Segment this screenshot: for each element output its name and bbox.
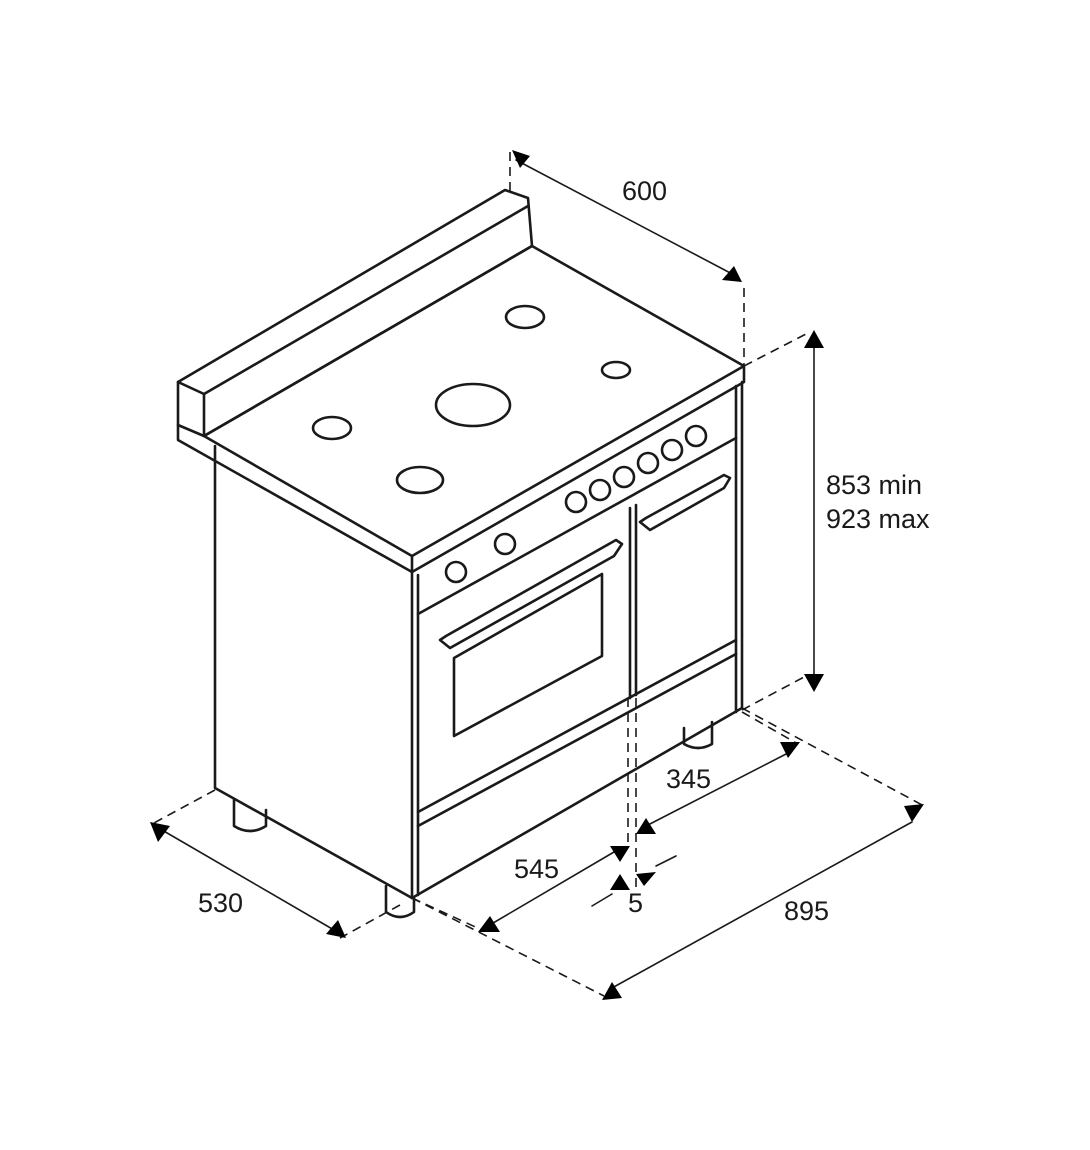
- label-small-door: 345: [666, 764, 711, 794]
- label-side-depth: 530: [198, 888, 243, 918]
- label-total-width: 895: [784, 896, 829, 926]
- burners: [311, 304, 632, 495]
- label-depth-top: 600: [622, 176, 667, 206]
- knob-8: [684, 424, 708, 448]
- burner-rear-right: [600, 360, 632, 380]
- main-oven-door: [438, 538, 624, 738]
- burner-rear-center: [504, 304, 546, 330]
- burner-center-wok: [434, 382, 512, 428]
- label-gap: 5: [628, 888, 643, 918]
- knob-4: [588, 478, 612, 502]
- label-front-depth: 545: [514, 854, 559, 884]
- knob-7: [660, 438, 684, 462]
- knob-5: [612, 465, 636, 489]
- knob-6: [636, 451, 660, 475]
- knob-3: [564, 490, 588, 514]
- control-knobs: [444, 424, 708, 584]
- knob-1: [444, 560, 468, 584]
- dimension-lines: [150, 150, 925, 1000]
- cooker-outline: [176, 188, 746, 900]
- label-height-max: 923 max: [826, 504, 930, 534]
- burner-front-left: [395, 465, 445, 495]
- label-height-min: 853 min: [826, 470, 922, 500]
- burner-rear-left: [311, 415, 353, 441]
- knob-2: [493, 532, 517, 556]
- small-oven-door: [638, 473, 732, 532]
